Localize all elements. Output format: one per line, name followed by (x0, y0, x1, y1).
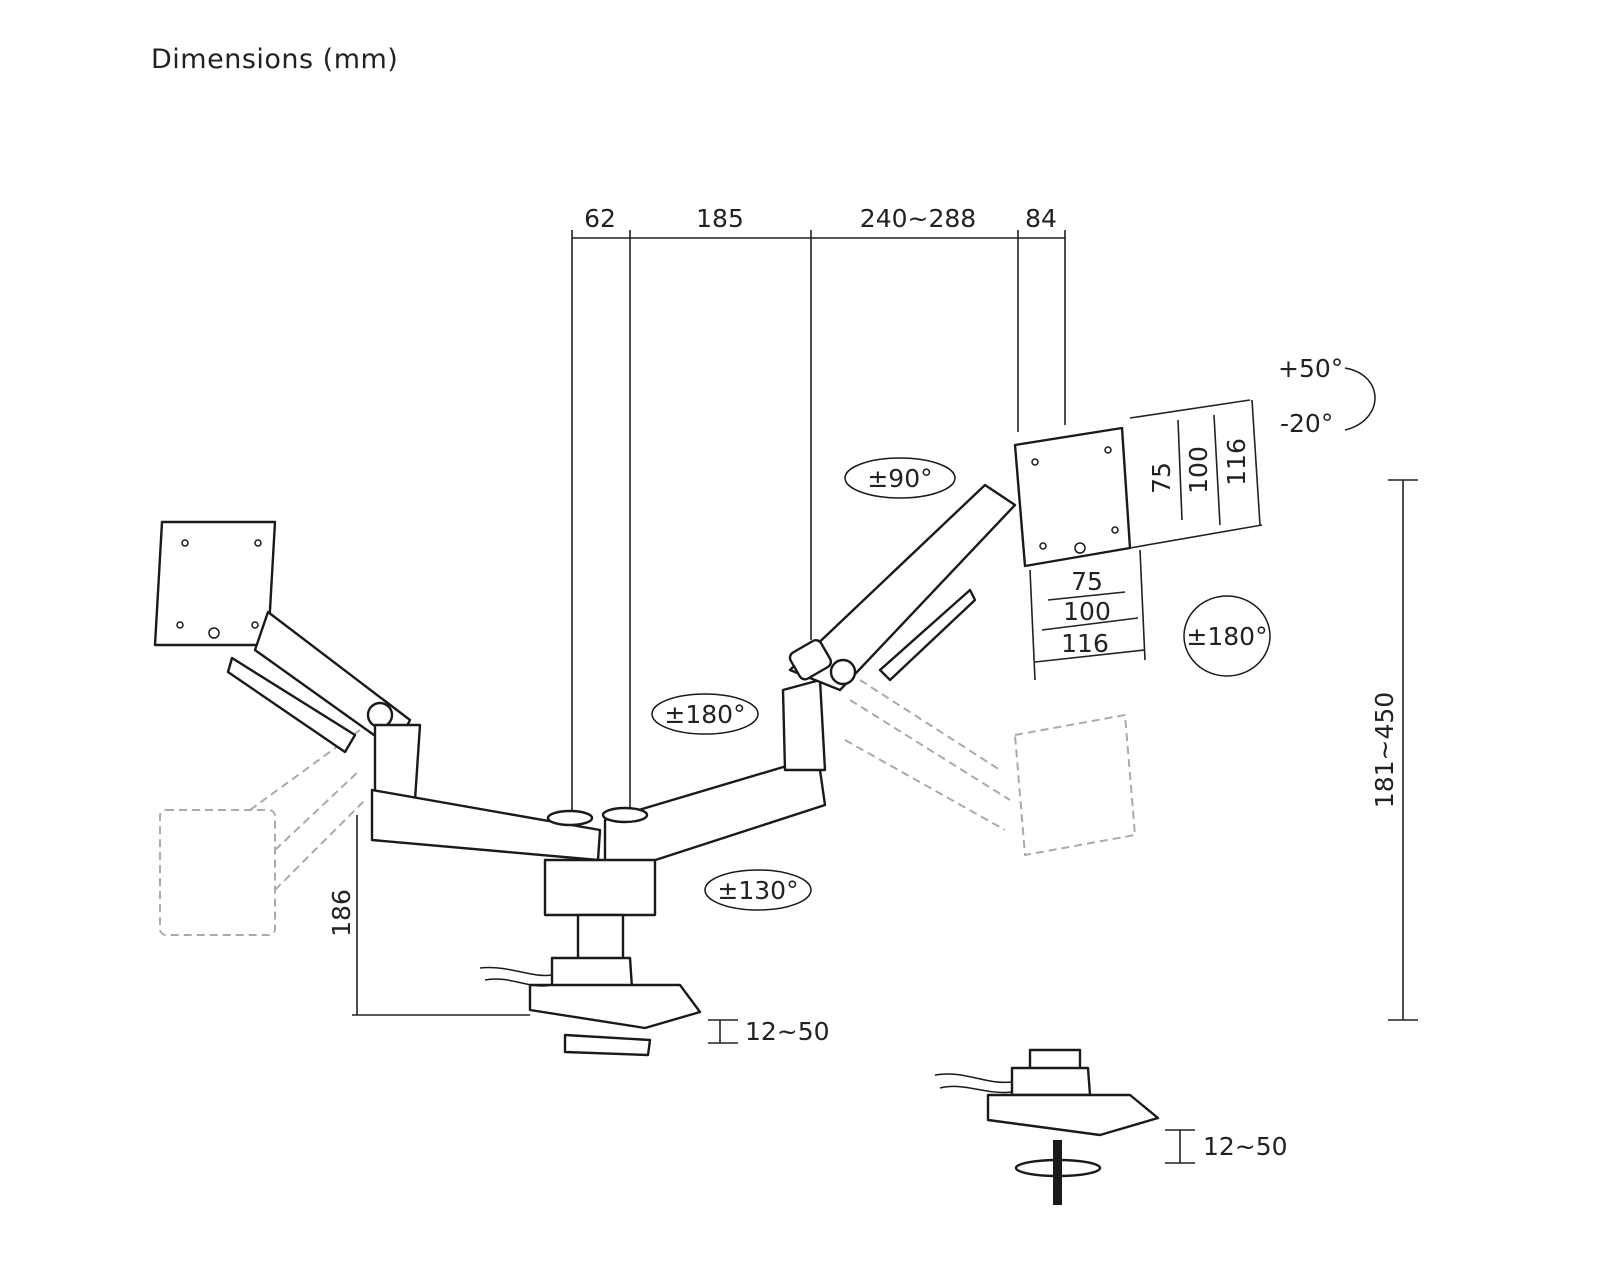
rotation-90-indicator (844, 457, 956, 499)
dim-62: 62 (584, 204, 616, 233)
vesa-vertical-116: 116 (1222, 438, 1251, 486)
height-range-label: 181~450 (1370, 692, 1399, 808)
base-swivel-label: ±130° (717, 876, 798, 905)
center-column-and-clamp (479, 806, 702, 1057)
vesa-vertical-100: 100 (1184, 446, 1213, 494)
left-monitor-plate (153, 520, 277, 647)
base-height-label: 186 (327, 889, 356, 937)
vesa-horizontal-100: 100 (1063, 597, 1111, 626)
rotation-screen-indicator (1183, 595, 1271, 677)
base-height-dimension-line (352, 815, 530, 1016)
tilt-up-label: +50° (1278, 354, 1343, 383)
right-monitor-plate (1013, 426, 1132, 568)
desk-thickness-label-2: 12~50 (1203, 1132, 1288, 1161)
rotation-arm-indicator (651, 693, 759, 735)
left-arm (226, 610, 602, 862)
rotation-90-label: ±90° (867, 464, 932, 493)
vesa-vertical-75: 75 (1147, 462, 1176, 494)
vesa-vertical-dimension-lines (1129, 399, 1263, 549)
desk-thickness-label-1: 12~50 (745, 1017, 830, 1046)
desk-thickness-marker-2 (1165, 1129, 1195, 1164)
vesa-horizontal-dimension-lines (1029, 549, 1146, 681)
vesa-horizontal-116: 116 (1061, 629, 1109, 658)
arm-swivel-label: ±180° (664, 700, 745, 729)
screen-rotation-label: ±180° (1186, 622, 1267, 651)
height-dimension-line (1388, 479, 1418, 1021)
top-dimension-lines (571, 230, 1066, 812)
rotation-base-indicator (704, 869, 812, 911)
ghost-right-monitor-plate (844, 679, 1137, 857)
dim-84: 84 (1025, 204, 1057, 233)
diagram-title: Dimensions (mm) (151, 44, 399, 75)
dim-240-288: 240~288 (860, 204, 976, 233)
grommet-base (934, 1048, 1160, 1205)
vesa-horizontal-75: 75 (1071, 567, 1103, 596)
tilt-arrow-icon (1344, 367, 1376, 431)
dim-185: 185 (696, 204, 744, 233)
right-arm (603, 483, 1017, 867)
tilt-down-label: -20° (1280, 409, 1333, 438)
desk-thickness-marker-1 (708, 1019, 738, 1044)
ghost-left-monitor-plate (159, 729, 366, 936)
